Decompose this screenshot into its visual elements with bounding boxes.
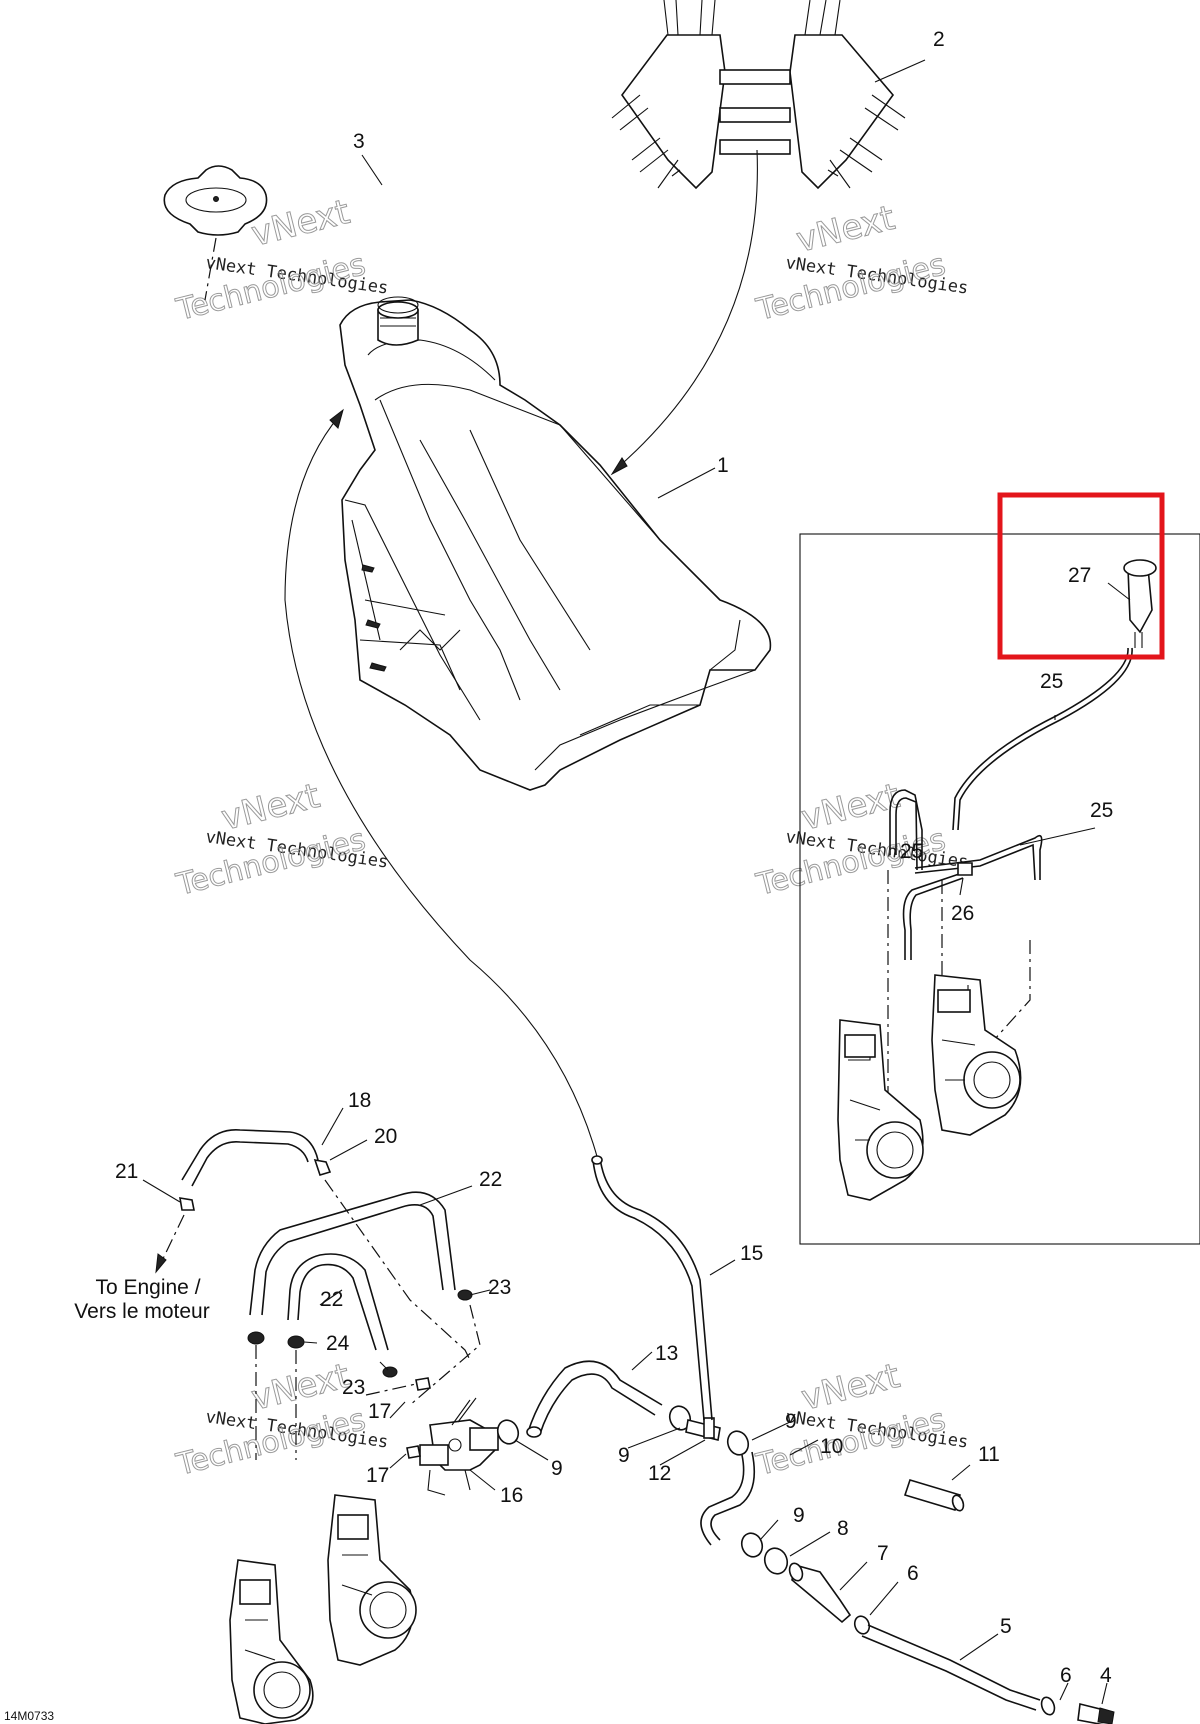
callout-24: 24 [326, 1332, 350, 1355]
callout-25-left: 25 [900, 840, 923, 863]
callout-18: 18 [348, 1089, 371, 1112]
fitting-8 [763, 1547, 789, 1575]
callout-17-upper: 17 [368, 1400, 391, 1423]
connector-4 [1077, 1703, 1115, 1724]
watermark-bottom-left: vNext vNext Technologies Technologies [172, 1355, 390, 1483]
watermark-mid-left: vNext vNext Technologies Technologies [172, 775, 390, 903]
callout-9-left: 9 [618, 1444, 630, 1467]
callout-leaders [142, 59, 1131, 1705]
clamps-9 [496, 1405, 764, 1558]
callout-5: 5 [1000, 1615, 1012, 1638]
callout-27: 27 [1068, 564, 1091, 587]
fuel-pump [419, 1397, 499, 1496]
hose-22-outer [249, 1191, 456, 1316]
callout-17-lower: 17 [366, 1464, 389, 1487]
axis-line [365, 1383, 417, 1396]
svg-text:vNext: vNext [798, 776, 904, 839]
axis-line [409, 1304, 481, 1406]
arrow-head [610, 457, 628, 476]
destination-label-line2: Vers le moteur [74, 1300, 209, 1323]
clamp-6-lower [1040, 1696, 1056, 1716]
arrow-head [155, 1253, 167, 1274]
callout-9-pump: 9 [551, 1457, 563, 1480]
tee-fitting-12 [685, 1417, 721, 1441]
reference-code: 14M0733 [4, 1709, 54, 1723]
callout-12: 12 [648, 1462, 671, 1485]
callout-11: 11 [978, 1443, 1000, 1466]
callout-22-inner: 22 [320, 1288, 343, 1311]
fittings-17 [406, 1377, 431, 1459]
fuel-line-5 [861, 1624, 1041, 1711]
callout-10: 10 [820, 1435, 843, 1458]
callout-9-lower: 9 [793, 1504, 805, 1527]
svg-text:Technologies: Technologies [172, 247, 368, 328]
callout-25-right: 25 [1090, 799, 1113, 822]
callout-9-right: 9 [785, 1410, 797, 1433]
svg-text:vNext: vNext [793, 198, 899, 261]
callout-16: 16 [500, 1484, 523, 1507]
fuel-tank-support-bracket [611, 0, 906, 190]
hose-10 [700, 1451, 756, 1546]
callout-23-right: 23 [488, 1276, 511, 1299]
hose-11 [903, 1479, 965, 1512]
callout-6-lower: 6 [1060, 1664, 1072, 1687]
callout-26: 26 [951, 902, 974, 925]
callout-1: 1 [717, 454, 729, 477]
fuel-tank-cap [163, 165, 268, 236]
callout-8: 8 [837, 1517, 849, 1540]
callout-labels: 2 3 1 27 25 25 25 26 18 20 21 22 23 22 2… [115, 28, 1113, 1687]
fuel-tank [339, 296, 772, 791]
inset-carburetor-right [931, 974, 1022, 1136]
vent-hose-18 [181, 1129, 319, 1187]
callout-6-upper: 6 [907, 1562, 919, 1585]
hose-22-inner [287, 1253, 389, 1351]
callout-22-top: 22 [479, 1168, 502, 1191]
watermark-top-right: vNext vNext Technologies Technologies [752, 197, 970, 328]
callout-13: 13 [655, 1342, 678, 1365]
vent-check-valve [1123, 559, 1157, 648]
callout-2: 2 [933, 28, 945, 51]
cap-axis-line [204, 237, 217, 301]
callout-4: 4 [1100, 1664, 1112, 1687]
svg-text:vNext: vNext [798, 1356, 904, 1419]
inset-carburetor-left [837, 1019, 924, 1201]
watermark-mid-right: vNext vNext Technologies Technologies [752, 775, 970, 903]
carburetor-left [229, 1559, 314, 1724]
valve-7 [788, 1562, 852, 1624]
callout-25-top: 25 [1040, 670, 1063, 693]
carburetor-right [327, 1494, 417, 1666]
vent-hose-route-line [284, 414, 599, 1161]
svg-text:vNext: vNext [218, 776, 324, 839]
highlight-box [997, 492, 1165, 660]
fitting-21 [179, 1197, 195, 1211]
fitting-20 [313, 1158, 332, 1176]
callout-21: 21 [115, 1160, 138, 1183]
destination-label-line1: To Engine / [95, 1276, 200, 1299]
callout-23-left: 23 [342, 1376, 365, 1399]
svg-text:Technologies: Technologies [172, 822, 368, 903]
hose-13 [526, 1360, 663, 1438]
svg-text:Technologies: Technologies [752, 1402, 948, 1483]
arrow-head [329, 408, 344, 429]
svg-text:Technologies: Technologies [752, 247, 948, 328]
engine-route-line [159, 1214, 185, 1266]
callout-7: 7 [877, 1542, 889, 1565]
callout-15: 15 [740, 1242, 763, 1265]
clamps-24-23 [247, 1289, 473, 1378]
bracket-to-tank-arrow [614, 149, 758, 471]
callout-3: 3 [353, 130, 365, 153]
vent-line-15 [591, 1155, 713, 1421]
callout-20: 20 [374, 1125, 397, 1148]
clamp-6-upper [853, 1615, 871, 1635]
